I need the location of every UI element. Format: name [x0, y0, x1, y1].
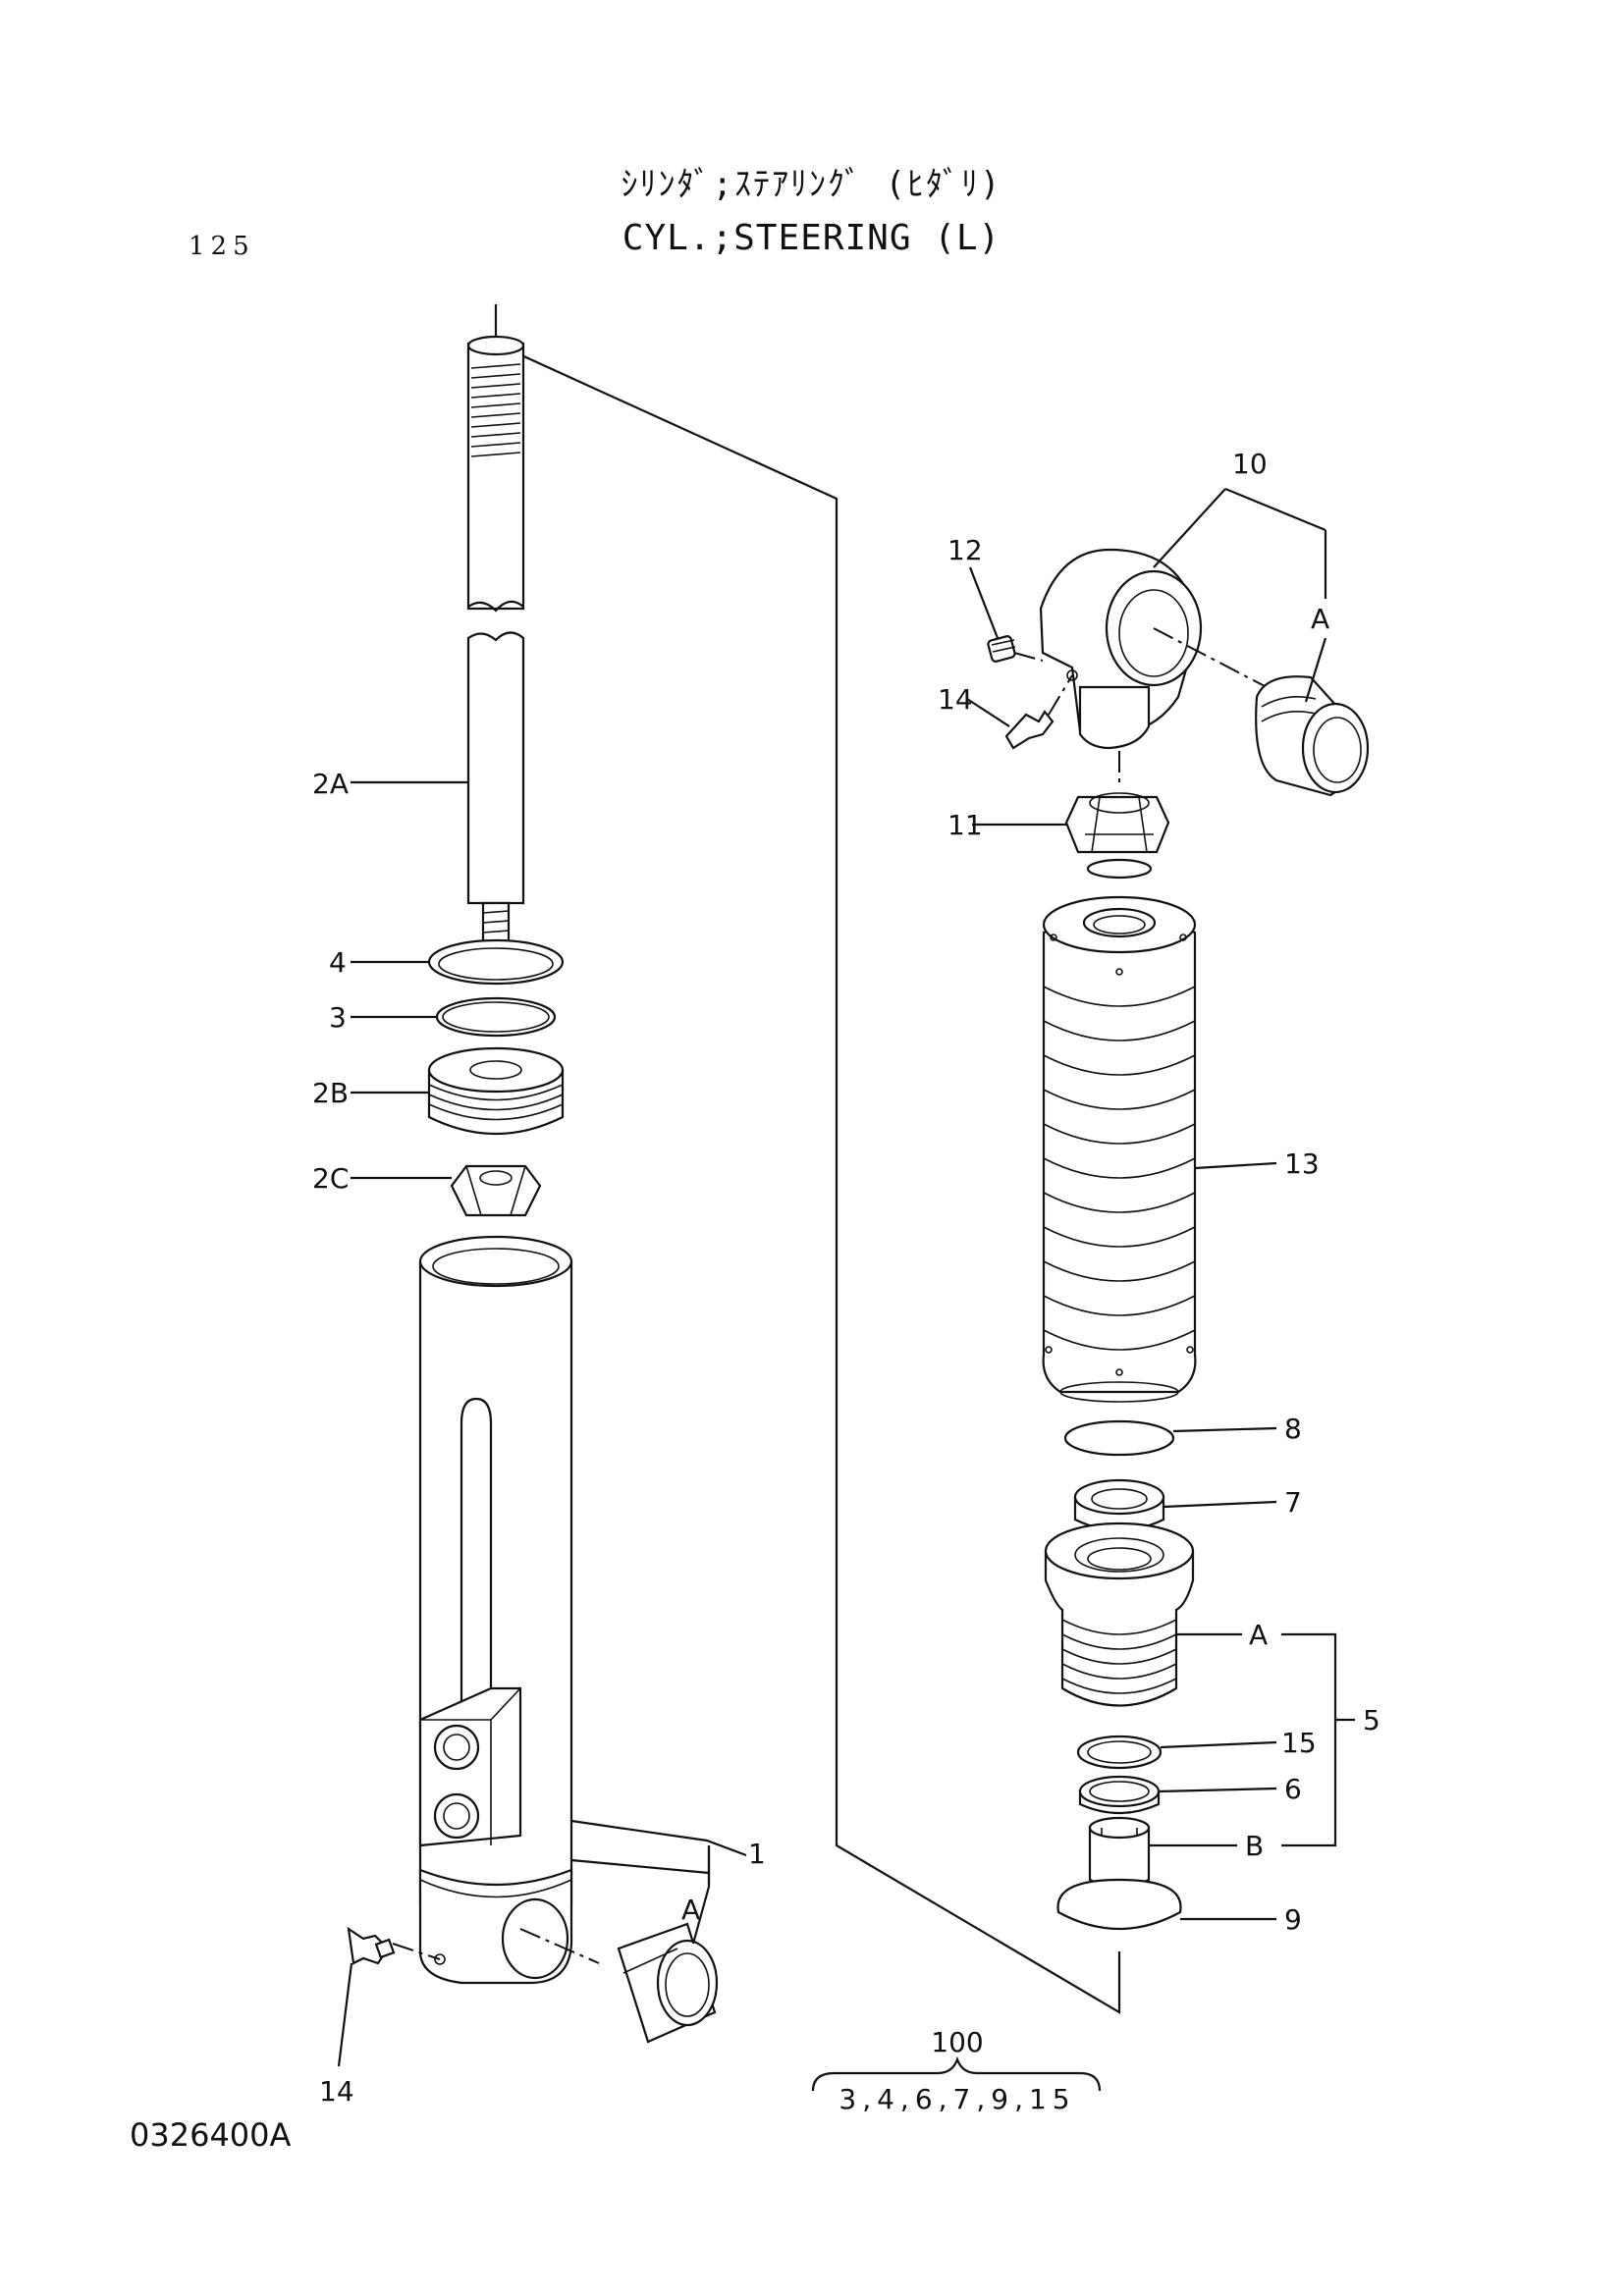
bushing-right-A — [1255, 675, 1370, 797]
piston-2B — [427, 1046, 565, 1135]
callout-A-part-1: A — [681, 1894, 700, 1926]
callout-2A: 2A — [312, 768, 349, 800]
callout-12: 12 — [947, 534, 983, 566]
axis-left-eye — [519, 1928, 600, 1964]
callout-3: 3 — [329, 1001, 347, 1034]
callout-4: 4 — [329, 946, 347, 979]
bushing-left-A — [617, 1922, 719, 2044]
callout-15: 15 — [1281, 1727, 1317, 1759]
cylinder-tube-1 — [418, 1235, 573, 1985]
kit-contents: 3,4,6,7,9,15 — [839, 2083, 1075, 2115]
callout-B-part-5: B — [1245, 1830, 1264, 1862]
wiper-ring-9 — [1056, 1878, 1182, 1931]
drawing-code: 0326400A — [130, 2116, 292, 2154]
rod-end-eye-10 — [1039, 548, 1203, 750]
callout-7: 7 — [1284, 1486, 1302, 1519]
rod-cover-gland-A — [1044, 1522, 1195, 1707]
hex-nut-2C — [450, 1164, 542, 1217]
grease-nipple-right-14 — [1004, 710, 1055, 750]
nut-11 — [1064, 751, 1170, 854]
callout-1: 1 — [748, 1838, 766, 1870]
callout-5: 5 — [1363, 1704, 1380, 1736]
ring-6 — [1078, 1775, 1161, 1815]
callout-A-part-10: A — [1311, 603, 1329, 635]
axis-left-nipple — [392, 1943, 441, 1960]
grease-nipple-left-14 — [347, 1926, 396, 1965]
bushing-B — [1088, 1816, 1151, 1889]
assembly-bracket-line — [494, 304, 1121, 2014]
page-number: 125 — [189, 232, 255, 261]
seal-7 — [1073, 1478, 1165, 1532]
callout-14-left: 14 — [319, 2075, 354, 2108]
callout-8: 8 — [1284, 1413, 1302, 1445]
axis-right-eye — [1153, 627, 1268, 688]
callout-11: 11 — [947, 809, 983, 841]
seal-ring-4 — [427, 938, 565, 986]
axis-set-screw — [1013, 652, 1044, 662]
kit-brace — [811, 2056, 1102, 2092]
o-ring-3 — [435, 996, 557, 1038]
bellows-boot-13 — [1042, 858, 1197, 1403]
callout-13: 13 — [1284, 1148, 1320, 1180]
callout-10: 10 — [1232, 448, 1268, 480]
axis-right-nipple — [1048, 674, 1073, 716]
callout-9: 9 — [1284, 1903, 1302, 1936]
piston-rod-part — [466, 335, 525, 949]
title-english: CYL.;STEERING (L) — [622, 218, 1001, 258]
callout-2B: 2B — [312, 1077, 349, 1109]
leader-lines — [337, 487, 1355, 2067]
kit-number: 100 — [931, 2026, 983, 2058]
seal-15 — [1076, 1735, 1163, 1770]
callout-14-right: 14 — [938, 683, 973, 716]
set-screw-12 — [987, 635, 1016, 663]
snap-ring-8 — [1063, 1419, 1175, 1457]
callout-6: 6 — [1284, 1773, 1302, 1805]
callout-A-part-5: A — [1249, 1619, 1268, 1651]
callout-2C: 2C — [312, 1162, 349, 1195]
title-japanese: ｼﾘﾝﾀﾞ;ｽﾃｱﾘﾝｸﾞ (ﾋﾀﾞﾘ) — [621, 165, 1002, 204]
